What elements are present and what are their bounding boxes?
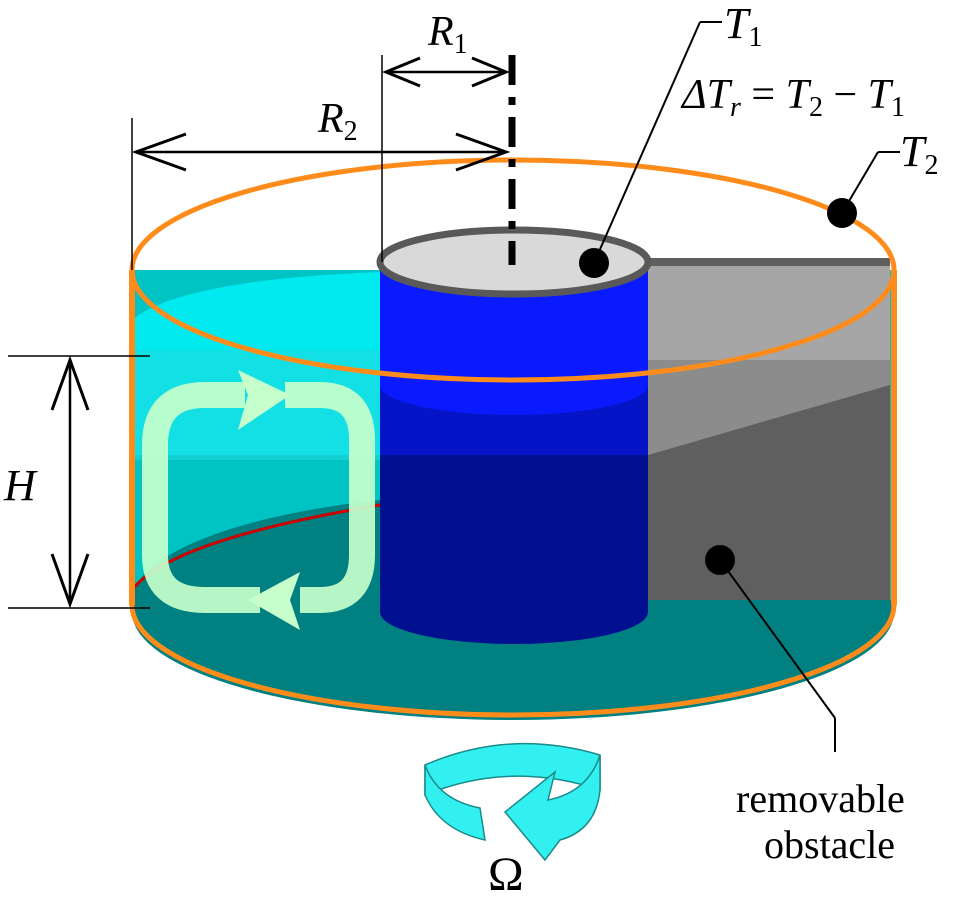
- t2-leader: [841, 151, 879, 214]
- rotation-arrow-front: [424, 764, 486, 841]
- delta-t-equation: ΔTr = T2 − T1: [680, 72, 905, 123]
- inner-cylinder-mid: [380, 385, 648, 460]
- fluid-bottom-back: [132, 505, 380, 600]
- convection-arrow-bottom: [248, 572, 300, 630]
- outer-rim-bottom: [129, 604, 897, 718]
- r2-label: R2: [317, 96, 358, 147]
- h-arrow-top: [50, 355, 90, 411]
- r2-arrow-right: [455, 132, 511, 172]
- convection-loop-right: [285, 382, 375, 613]
- obstacle-front: [648, 380, 890, 600]
- bottom-contour-line: [130, 503, 381, 591]
- h-label: H: [3, 461, 38, 510]
- inner-cylinder-upper: [380, 262, 648, 460]
- convection-loop: [142, 382, 260, 613]
- rotation-arrow-head: [503, 754, 601, 862]
- t1-leader: [593, 21, 701, 264]
- t1-label: T1: [724, 0, 762, 53]
- obstacle-label-line1: removable: [736, 776, 905, 821]
- convection-arrow-top: [238, 370, 290, 430]
- r1-label: R1: [427, 9, 468, 60]
- inner-cylinder-lower: [380, 455, 648, 644]
- r1-arrow-right: [471, 56, 510, 88]
- obstacle-top: [648, 258, 890, 360]
- omega-label: Ω: [488, 848, 524, 901]
- t2-label: T2: [900, 127, 938, 181]
- obstacle-upper-shade: [648, 360, 890, 455]
- rotation-arrow-back: [424, 742, 601, 797]
- h-arrow-bottom: [50, 553, 90, 609]
- r2-arrow-left: [131, 132, 187, 172]
- obstacle-leader: [719, 559, 836, 719]
- obstacle-top-edge: [648, 258, 890, 266]
- r1-arrow-left: [382, 56, 421, 88]
- obstacle-label-line2: obstacle: [764, 822, 895, 867]
- fluid-bottom-front: [132, 600, 894, 720]
